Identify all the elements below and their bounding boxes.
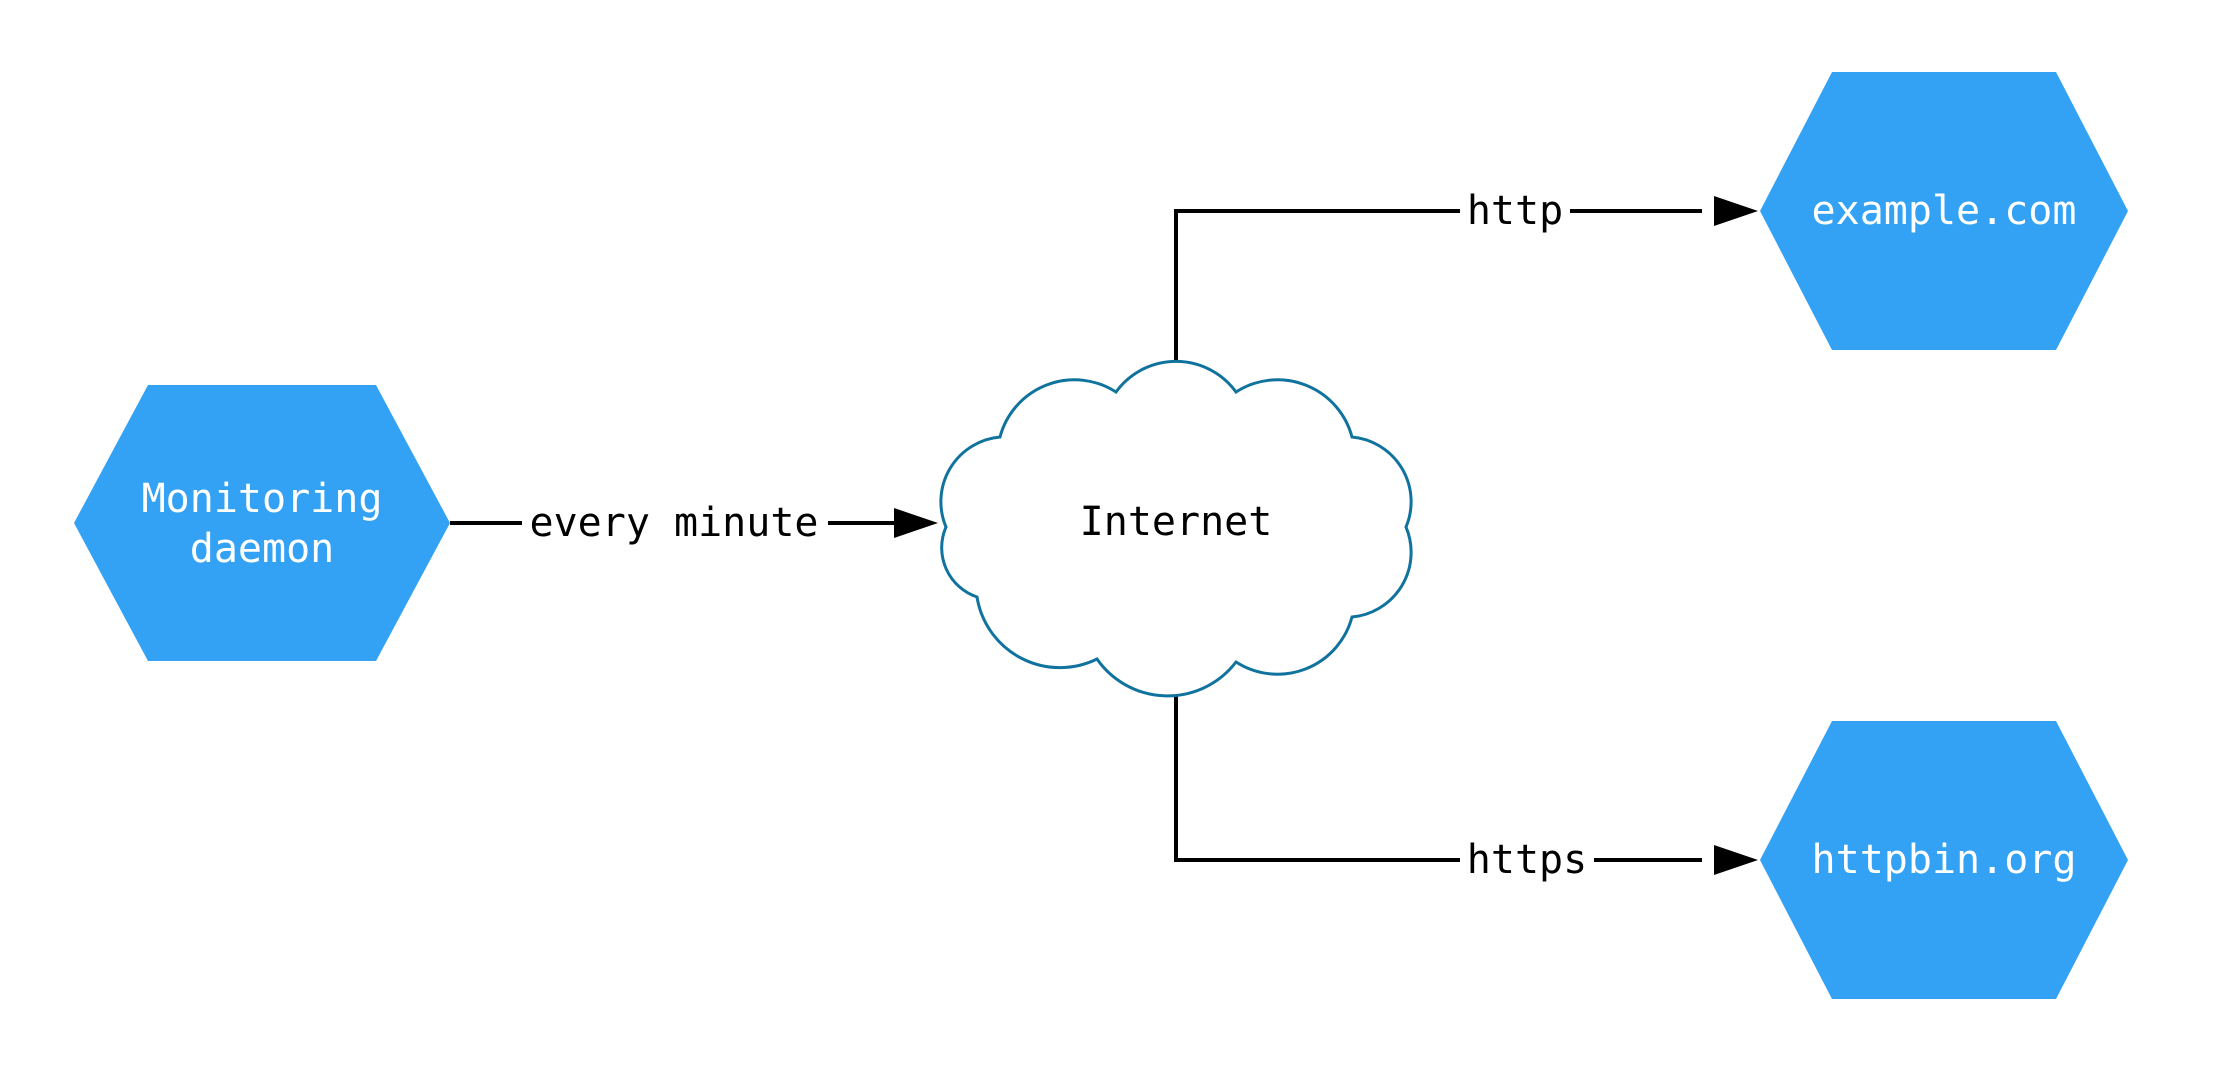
- httpbin-org-label: httpbin.org: [1812, 837, 2077, 883]
- edge-https-elbow: [1174, 650, 1460, 862]
- edge-http-arrowhead-icon: [1714, 196, 1758, 226]
- hexagon-shape: [1760, 72, 2128, 350]
- monitoring-daemon-label-line2: daemon: [190, 526, 335, 572]
- edge-https-arrowhead-icon: [1714, 845, 1758, 875]
- example-com-node: example.com: [1760, 72, 2128, 350]
- edge-http: http: [1174, 188, 1758, 380]
- edge-http-elbow: [1174, 209, 1460, 380]
- httpbin-org-node: httpbin.org: [1760, 721, 2128, 999]
- monitoring-daemon-node: Monitoring daemon: [74, 385, 450, 661]
- monitoring-daemon-label-line1: Monitoring: [142, 476, 383, 522]
- internet-cloud-node: Internet: [939, 359, 1413, 698]
- hexagon-shape: [1760, 721, 2128, 999]
- internet-cloud-label: Internet: [1080, 499, 1273, 545]
- edge-every-minute-arrowhead-icon: [894, 508, 938, 538]
- edge-https: https: [1174, 650, 1758, 883]
- edge-every-minute-label: every minute: [530, 500, 819, 546]
- edge-every-minute: every minute: [450, 500, 938, 546]
- cloud-icon: [939, 359, 1413, 698]
- edge-http-label: http: [1467, 188, 1563, 234]
- example-com-label: example.com: [1812, 188, 2077, 234]
- edge-https-label: https: [1467, 837, 1587, 883]
- hexagon-shape: [74, 385, 450, 661]
